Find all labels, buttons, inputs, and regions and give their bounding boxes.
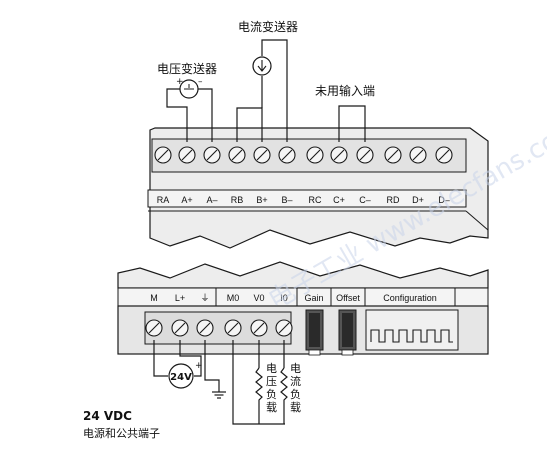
terminal-b-minus-label: B– bbox=[281, 195, 292, 205]
voltage-load-label: 电 压 负 载 bbox=[266, 362, 281, 414]
source-label: 24V bbox=[170, 372, 192, 383]
terminal-a-minus-label: A– bbox=[206, 195, 217, 205]
terminal-rb-label: RB bbox=[231, 195, 244, 205]
top-module bbox=[147, 127, 489, 249]
svg-text:+: + bbox=[176, 77, 184, 87]
top-screw-terminal bbox=[356, 146, 374, 164]
top-screw-terminal bbox=[384, 146, 402, 164]
configuration-label: Configuration bbox=[383, 293, 437, 303]
top-screw-terminal bbox=[330, 146, 348, 164]
terminal-c-plus-label: C+ bbox=[333, 195, 345, 205]
gain-potentiometer bbox=[305, 309, 324, 356]
terminal-b-plus-label: B+ bbox=[256, 195, 267, 205]
footer-vdc-label: 24 VDC bbox=[83, 409, 132, 423]
terminal-c-minus-label: C– bbox=[359, 195, 371, 205]
dc-source-24v: 24V + bbox=[168, 361, 203, 389]
footer-common-label: 电源和公共端子 bbox=[83, 426, 160, 440]
voltage-transmitter-symbol: + – bbox=[176, 77, 203, 99]
terminal-d-plus-label: D+ bbox=[412, 195, 424, 205]
terminal-ra-label: RA bbox=[157, 195, 170, 205]
terminal-l-plus-label: L+ bbox=[175, 293, 185, 303]
offset-potentiometer bbox=[338, 309, 357, 356]
bottom-screw-terminal bbox=[275, 319, 293, 337]
bottom-screw-terminal bbox=[171, 319, 189, 337]
top-screw-terminal bbox=[435, 146, 453, 164]
terminal-rd-label: RD bbox=[387, 195, 400, 205]
terminal-rc-label: RC bbox=[309, 195, 322, 205]
svg-text:–: – bbox=[198, 77, 203, 87]
terminal-d-minus-label: D– bbox=[438, 195, 450, 205]
top-screw-terminal bbox=[278, 146, 296, 164]
top-screw-terminal bbox=[306, 146, 324, 164]
top-screw-terminal bbox=[253, 146, 271, 164]
terminal-m0-label: M0 bbox=[227, 293, 240, 303]
terminal-m-label: M bbox=[150, 293, 158, 303]
voltage-transmitter-label: 电压变送器 bbox=[157, 61, 217, 76]
bottom-screw-row bbox=[145, 319, 293, 337]
unused-input-label: 未用输入端 bbox=[315, 83, 375, 98]
current-transmitter-label: 电流变送器 bbox=[238, 19, 298, 34]
bottom-wiring bbox=[153, 340, 288, 425]
terminal-v0-label: V0 bbox=[253, 293, 264, 303]
configuration-dip-switch bbox=[365, 309, 459, 351]
top-screw-terminal bbox=[228, 146, 246, 164]
offset-label: Offset bbox=[336, 293, 360, 303]
top-screw-terminal bbox=[409, 146, 427, 164]
svg-text:+: + bbox=[195, 361, 203, 371]
bottom-screw-terminal bbox=[145, 319, 163, 337]
bottom-screw-terminal bbox=[250, 319, 268, 337]
bottom-terminal-labels: M L+ ⏚ M0 V0 I0 Gain Offset Configuratio… bbox=[150, 293, 437, 303]
top-screw-terminal bbox=[178, 146, 196, 164]
current-load-label: 电 流 负 载 bbox=[290, 362, 305, 414]
top-screw-row bbox=[154, 146, 453, 164]
bottom-screw-terminal bbox=[196, 319, 214, 337]
top-screw-terminal bbox=[203, 146, 221, 164]
current-transmitter-symbol bbox=[252, 56, 272, 76]
terminal-a-plus-label: A+ bbox=[181, 195, 192, 205]
top-wiring bbox=[166, 39, 366, 142]
terminal-ground-label: ⏚ bbox=[200, 293, 209, 303]
terminal-i0-label: I0 bbox=[280, 293, 288, 303]
top-terminal-labels: RA A+ A– RB B+ B– RC C+ C– RD D+ D– bbox=[157, 195, 450, 205]
gain-label: Gain bbox=[304, 293, 323, 303]
bottom-screw-terminal bbox=[224, 319, 242, 337]
top-screw-terminal bbox=[154, 146, 172, 164]
